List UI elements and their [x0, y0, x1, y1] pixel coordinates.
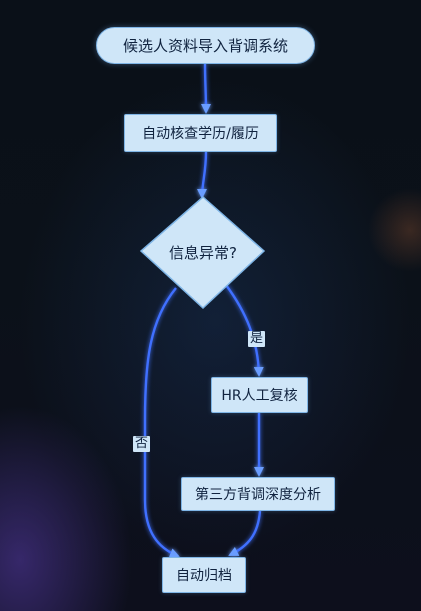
- edge-third-to-archive: [228, 510, 262, 557]
- edge-start-to-check: [200, 63, 211, 114]
- edge-check-to-decision: [197, 151, 208, 199]
- hr-review-node: HR人工复核: [211, 377, 308, 413]
- decision-label: 信息异常?: [169, 243, 237, 262]
- third-party-check-node: 第三方背调深度分析: [181, 477, 335, 511]
- archive-node: 自动归档: [162, 557, 246, 593]
- auto-check-node: 自动核查学历/履历: [124, 114, 277, 152]
- edge-decision-to-archive: [143, 287, 180, 558]
- start-node: 候选人资料导入背调系统: [96, 27, 315, 64]
- decision-diamond: [139, 196, 266, 310]
- edge-decision-to-hr: [225, 284, 264, 377]
- edge-label-yes: 是: [248, 331, 266, 347]
- edge-label-no: 否: [133, 436, 151, 452]
